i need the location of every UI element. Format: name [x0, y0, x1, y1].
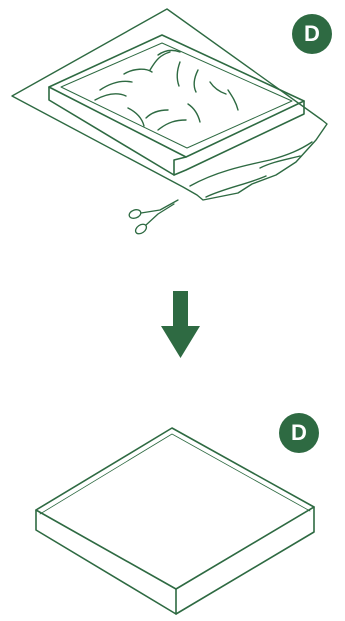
unwrapped-mattress-illustration [36, 428, 314, 614]
mattress-top [36, 428, 314, 589]
step-badge-top: D [292, 14, 332, 54]
step-badge-bottom: D [279, 413, 319, 453]
wrapped-mattress-illustration [12, 9, 327, 200]
step-badge-top-label: D [304, 21, 320, 47]
scissors-icon [128, 200, 178, 236]
step-badge-bottom-label: D [291, 420, 307, 446]
arrow-down-icon [161, 291, 200, 358]
